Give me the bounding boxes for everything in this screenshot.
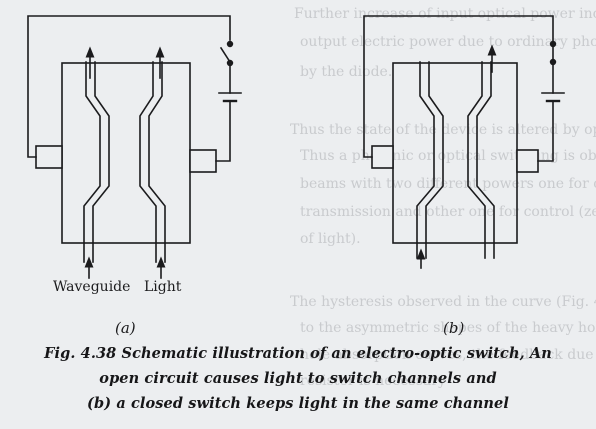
figure-caption-line-2: open circuit causes light to switch chan… [99,370,497,387]
device-block-a [61,62,191,244]
circuit-wire-b [363,15,554,158]
right-electrode-a [189,149,217,173]
switch-b [363,15,565,269]
switch-contact-top-a [226,40,234,48]
circuit-wire-a [27,15,231,158]
figure-caption-line-3: (b) a closed switch keeps light in the s… [87,395,509,412]
right-waveguide-a [139,61,157,244]
left-electrode-b [371,145,394,169]
right-waveguide-b [467,61,486,244]
subfigure-b-label: (b) [443,319,465,337]
left-waveguide-a [83,61,101,244]
subfigure-a-label: (a) [115,319,136,337]
figure-caption-line-1: Fig. 4.38 Schematic illustration of an e… [44,345,552,362]
left-electrode-a [35,145,63,169]
left-waveguide-b [416,61,435,244]
open-switch-lever [219,46,232,64]
switch-a [27,15,242,279]
waveguide-label: Waveguide [53,279,131,295]
right-electrode-b [516,149,539,173]
light-label: Light [144,279,182,295]
device-block-b [392,62,518,244]
